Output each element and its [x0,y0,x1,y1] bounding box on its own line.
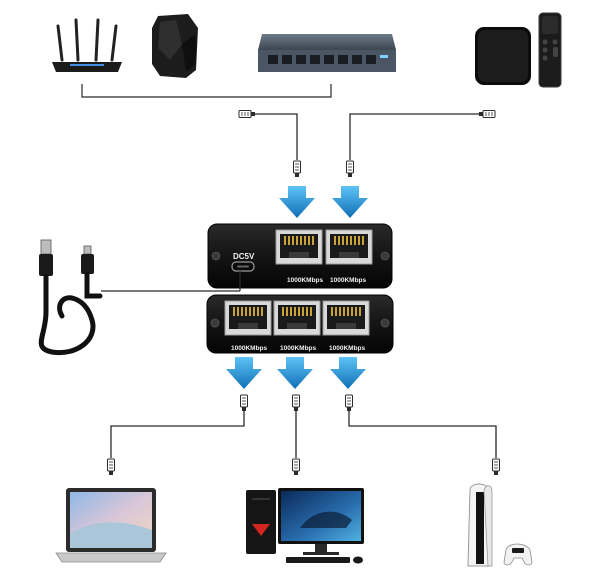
laptop-icon [55,488,167,563]
output-cable-1 [107,394,248,476]
router-icon [52,18,122,72]
splitter-output-unit: 1000KMbps 1000KMbps 1000KMbps [206,294,394,354]
input-cable-right [346,110,496,178]
input-port-2 [325,229,373,265]
output-arrow-2 [277,357,313,389]
output-port-2 [273,300,321,336]
remote-control-icon [538,12,562,88]
usb-c-port [231,261,255,272]
input-arrow-right [332,186,368,218]
output-port-2-label: 1000KMbps [280,345,317,352]
output-port-3 [322,300,370,336]
output-arrow-3 [330,357,366,389]
power-label: DC5V [233,252,255,261]
desktop-pc-icon [246,490,276,554]
game-console-icon [467,483,493,567]
input-arrow-left [279,186,315,218]
output-port-1 [224,300,272,336]
input-port-1-label: 1000KMbps [287,277,324,284]
network-switch-icon [258,34,396,72]
splitter-input-unit: DC5V 1000KMbps 1000KMbps [207,223,393,289]
output-cable-2 [292,394,300,476]
input-port-2-label: 1000KMbps [330,277,367,284]
input-port-1 [275,229,323,265]
source-group-bracket [81,84,332,98]
streaming-box-icon [475,27,531,85]
output-arrow-1 [226,357,262,389]
output-port-3-label: 1000KMbps [329,345,366,352]
monitor-icon [278,488,364,555]
output-cable-3 [345,394,500,476]
usb-cable-icon [38,239,241,356]
smart-speaker-icon [152,14,198,78]
input-cable-left [238,110,301,178]
gamepad-icon [503,543,533,566]
keyboard-icon [286,556,363,564]
output-port-1-label: 1000KMbps [231,345,268,352]
